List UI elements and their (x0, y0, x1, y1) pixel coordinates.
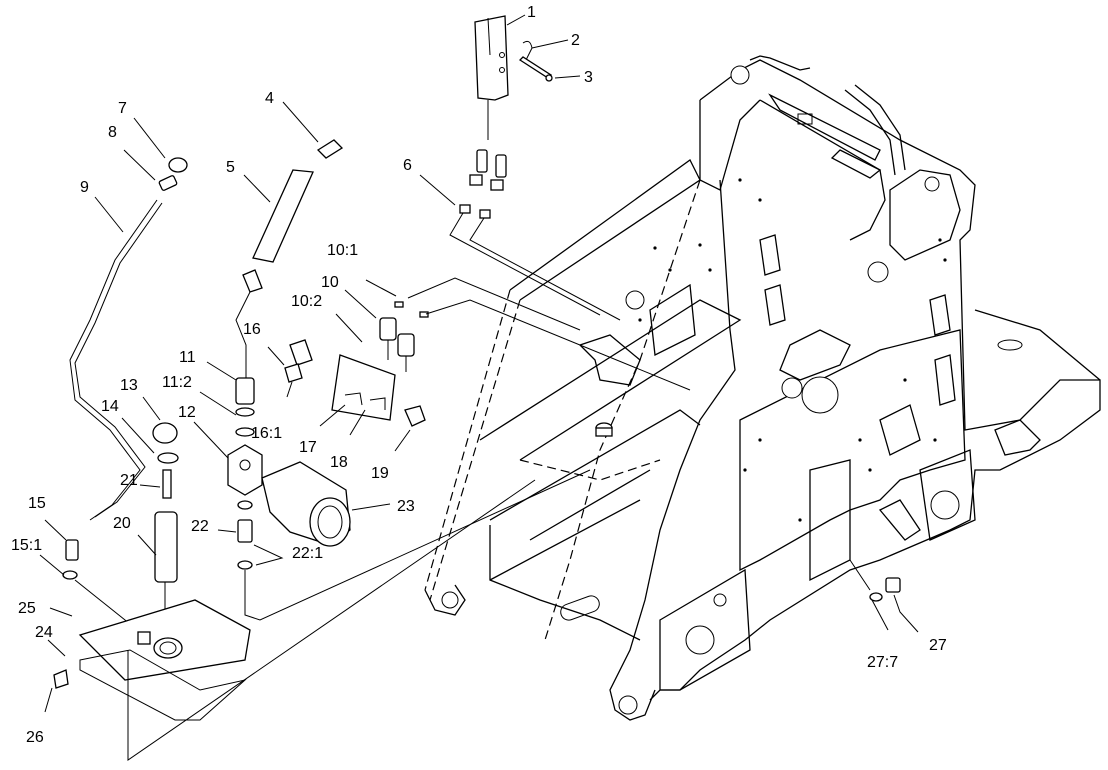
callout-26: 26 (26, 729, 44, 746)
callout-15: 15 (28, 495, 46, 512)
callout-3: 3 (584, 69, 593, 86)
callout-16-1: 16:1 (251, 425, 282, 442)
callout-7: 7 (118, 100, 127, 117)
callout-10: 10 (321, 274, 339, 291)
callout-23: 23 (397, 498, 415, 515)
leader-lines (39, 14, 919, 713)
callout-labels: 1 2 3 4 5 6 7 8 9 10:1 10 10:2 11 11:2 1… (11, 4, 947, 746)
callout-1: 1 (527, 4, 536, 21)
callout-18: 18 (330, 454, 348, 471)
callout-11-2: 11:2 (162, 374, 192, 391)
callout-10-1: 10:1 (327, 242, 358, 259)
callout-21: 21 (120, 472, 138, 489)
callout-25: 25 (18, 600, 36, 617)
callout-20: 20 (113, 515, 131, 532)
callout-10-2: 10:2 (291, 293, 322, 310)
callout-5: 5 (226, 159, 235, 176)
callout-13: 13 (120, 377, 138, 394)
callout-17: 17 (299, 439, 317, 456)
callout-2: 2 (571, 32, 580, 49)
callout-14: 14 (101, 398, 119, 415)
callout-6: 6 (403, 157, 412, 174)
callout-4: 4 (265, 90, 274, 107)
callout-9: 9 (80, 179, 89, 196)
callout-27-7: 27:7 (867, 654, 898, 671)
callout-15-1: 15:1 (11, 537, 42, 554)
callout-12: 12 (178, 404, 196, 421)
callout-22: 22 (191, 518, 209, 535)
callout-11: 11 (179, 349, 196, 366)
callout-19: 19 (371, 465, 389, 482)
callout-16: 16 (243, 321, 261, 338)
callout-22-1: 22:1 (292, 545, 323, 562)
machine-frame (424, 55, 1101, 721)
component-drawings (53, 15, 901, 761)
callout-8: 8 (108, 124, 117, 141)
callout-24: 24 (35, 624, 53, 641)
callout-27: 27 (929, 637, 947, 654)
